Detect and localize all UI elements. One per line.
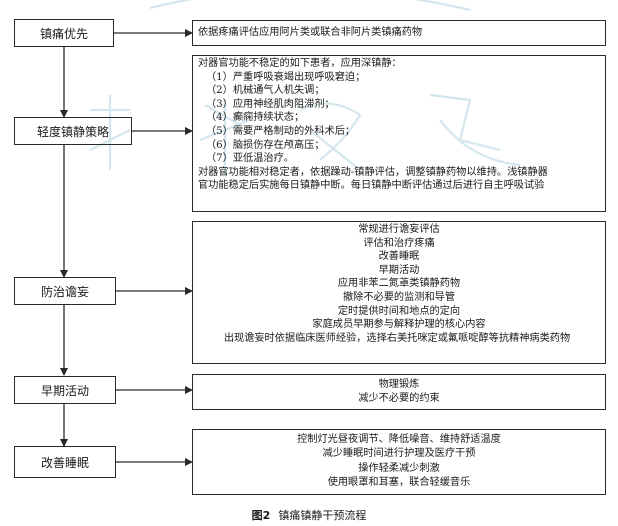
detail-line: 操作轻柔减少刺激 (358, 462, 440, 474)
detail-line: （1）严重呼吸衰竭出现呼吸窘迫； (206, 71, 366, 83)
detail-line: 控制灯光昼夜调节、降低噪音、维持舒适温度 (297, 434, 501, 445)
detail-line: 对器官功能相对稳定者，依据躁动-镇静评估，调整镇静药物以维持。浅镇静器 (198, 166, 548, 178)
step-improve-sleep: 改善睡眠 (14, 446, 116, 478)
detail-line: 应用非苯二氮䓬类镇静药物 (337, 278, 461, 290)
detail-light-sedation: 对器官功能不稳定的如下患者，应用深镇静： （1）严重呼吸衰竭出现呼吸窘迫； （2… (192, 55, 606, 212)
detail-analgesia-first: 依据疼痛评估应用阿片类或联合非阿片类镇痛药物 (192, 20, 606, 46)
step-analgesia-first: 镇痛优先 (14, 19, 114, 47)
detail-line: 物理锻炼 (378, 379, 420, 390)
detail-line: 定时提供时间和地点的定向 (337, 305, 461, 317)
detail-line: 使用眼罩和耳塞，联合轻缓音乐 (327, 477, 471, 489)
detail-line: 减少不必要的约束 (358, 392, 440, 404)
detail-delirium-prevention: 常规进行谵妄评估 评估和治疗疼痛 改善睡眠 早期活动 应用非苯二氮䓬类镇静药物 … (192, 221, 606, 364)
detail-line: 对器官功能不稳定的如下患者，应用深镇静： (198, 58, 402, 69)
step-early-mobility: 早期活动 (14, 376, 116, 404)
detail-line: 早期活动 (378, 264, 420, 276)
detail-line: （7）亚低温治疗。 (206, 153, 294, 165)
detail-line: 改善睡眠 (378, 251, 420, 263)
detail-line: 依据疼痛评估应用阿片类或联合非阿片类镇痛药物 (198, 27, 423, 38)
detail-line: 出现谵妄时依据临床医师经验，选择右美托咪定或氟哌啶醇等抗精神病类药物 (223, 332, 571, 344)
detail-line: （6）脑损伤存在颅高压； (206, 139, 325, 151)
figure-caption: 图2 镇痛镇静干预流程 (0, 507, 618, 523)
detail-line: （4）癫痫持续状态； (206, 112, 305, 124)
detail-line: 评估和治疗疼痛 (363, 237, 435, 249)
detail-line: 常规进行谵妄评估 (358, 224, 440, 235)
step-label: 早期活动 (40, 383, 89, 398)
detail-line: 减少睡眠时间进行护理及医疗干预 (322, 448, 476, 460)
detail-line: 撤除不必要的监测和导管 (342, 291, 456, 303)
detail-line: （2）机械通气人机失调； (206, 85, 325, 97)
step-delirium-prevention: 防治谵妄 (14, 277, 116, 305)
step-light-sedation: 轻度镇静策略 (14, 117, 132, 145)
detail-improve-sleep: 控制灯光昼夜调节、降低噪音、维持舒适温度 减少睡眠时间进行护理及医疗干预 操作轻… (192, 429, 606, 495)
detail-line: （5）需要严格制动的外科术后； (206, 125, 356, 137)
detail-line: （3）应用神经肌肉阻滞剂； (206, 98, 335, 110)
detail-line: 官功能稳定后实施每日镇静中断。每日镇静中断评估通过后进行自主呼吸试验 (198, 180, 545, 192)
step-label: 轻度镇静策略 (36, 124, 109, 139)
detail-line: 家庭成员早期参与解释护理的核心内容 (312, 319, 486, 331)
step-label: 改善睡眠 (40, 455, 89, 470)
step-label: 镇痛优先 (39, 26, 88, 41)
figure-title: 镇痛镇静干预流程 (278, 509, 367, 522)
detail-early-mobility: 物理锻炼 减少不必要的约束 (192, 374, 606, 410)
figure-number: 图2 (251, 509, 271, 522)
step-label: 防治谵妄 (40, 284, 89, 299)
